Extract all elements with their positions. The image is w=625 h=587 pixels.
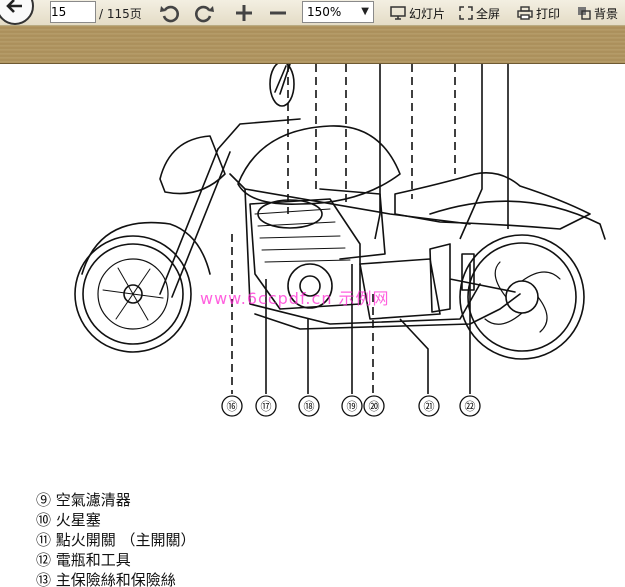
callout-22: ㉒ (465, 400, 476, 413)
back-button[interactable] (0, 0, 42, 26)
page-number-input[interactable]: 15 (50, 1, 96, 23)
fullscreen-label: 全屏 (476, 6, 501, 21)
zoom-select[interactable]: 150% ▼ (302, 1, 374, 23)
background-label: 背景 (594, 6, 619, 21)
callout-21: ㉑ (424, 400, 435, 413)
callout-19: ⑲ (347, 400, 358, 413)
pdf-toolbar: 15 / 115页 150% ▼ 幻灯片 全屏 打印 背景 (0, 0, 625, 26)
print-button[interactable]: 打印 (517, 0, 560, 26)
rotate-right-icon (195, 5, 214, 23)
print-label: 打印 (536, 6, 561, 21)
zoom-value: 150% (307, 5, 342, 19)
legend-item: ⑩ 火星塞 (36, 511, 101, 529)
background-button[interactable]: 背景 (577, 0, 618, 26)
rotate-right-button[interactable] (190, 0, 218, 26)
printer-icon (517, 6, 533, 20)
plus-icon (236, 5, 252, 21)
legend-item: ⑪ 點火開關 （主開關） (36, 531, 196, 549)
zoom-out-button[interactable] (264, 0, 292, 26)
rotate-left-icon (160, 5, 179, 23)
parts-legend: ⑨ 空氣濾清器 ⑩ 火星塞 ⑪ 點火開關 （主開關） ⑫ 電瓶和工具 ⑬ 主保險… (36, 490, 196, 587)
rotate-left-button[interactable] (156, 0, 184, 26)
background-icon (578, 7, 591, 20)
callout-16: ⑯ (227, 400, 238, 413)
motorcycle-illustration: ⑯ ⑰ ⑱ ⑲ ⑳ ㉑ ㉒ (74, 61, 606, 417)
back-arrow-icon (0, 0, 34, 25)
slideshow-icon (390, 6, 406, 20)
legend-item: ⑨ 空氣濾清器 (36, 491, 131, 509)
callout-20: ⑳ (369, 400, 380, 413)
minus-icon (270, 11, 286, 15)
callout-17: ⑰ (261, 400, 272, 413)
slideshow-label: 幻灯片 (409, 6, 446, 21)
page-header-band (0, 26, 625, 64)
watermark-text: www.6ccpdf.cn 示例网 (200, 289, 390, 308)
motorcycle-diagram: ⑯ ⑰ ⑱ ⑲ ⑳ ㉑ ㉒ (0, 61, 625, 434)
legend-item: ⑬ 主保險絲和保險絲 (36, 571, 176, 587)
fullscreen-icon (459, 6, 473, 20)
page-total: / 115页 (99, 6, 142, 21)
slideshow-button[interactable]: 幻灯片 (390, 0, 445, 26)
callout-18: ⑱ (304, 400, 315, 413)
zoom-in-button[interactable] (230, 0, 258, 26)
legend-item: ⑫ 電瓶和工具 (36, 551, 131, 569)
chevron-down-icon: ▼ (361, 6, 369, 17)
fullscreen-button[interactable]: 全屏 (459, 0, 500, 26)
